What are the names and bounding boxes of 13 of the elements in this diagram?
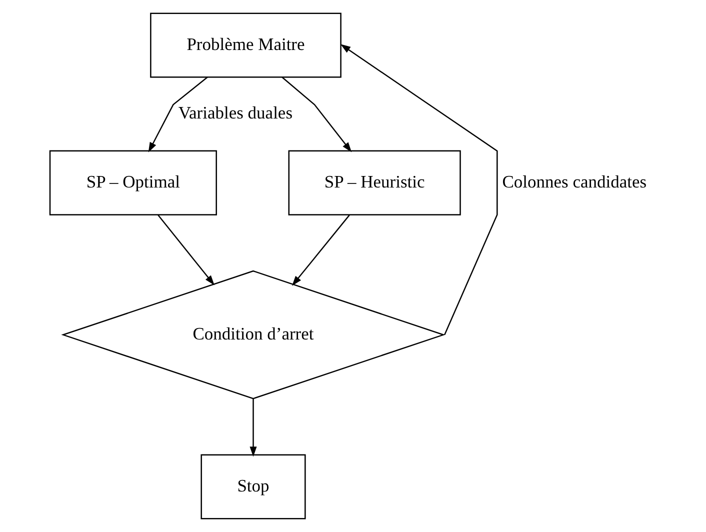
edge-label: Colonnes candidates (502, 171, 647, 192)
arrow (158, 214, 214, 286)
arrow (340, 44, 498, 336)
node-box: Stop (200, 454, 306, 520)
node-box: Problème Maitre (150, 12, 342, 78)
arrow (292, 214, 350, 286)
arrow (148, 76, 208, 152)
arrow (250, 399, 257, 457)
node-box: SP – Optimal (49, 150, 217, 216)
node-box: SP – Heuristic (288, 150, 461, 216)
node-diamond: Condition d’arret (61, 270, 446, 400)
arrow (282, 76, 352, 152)
edge-label: Variables duales (178, 102, 293, 123)
